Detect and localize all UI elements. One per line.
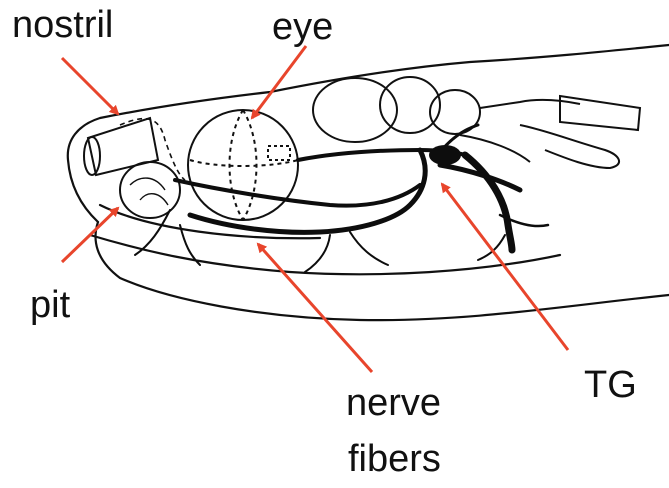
brain	[313, 77, 640, 168]
label-pit: pit	[30, 286, 70, 324]
head-lower-outline	[96, 222, 669, 320]
pit-organ	[120, 162, 180, 218]
nerve-fibers	[135, 125, 548, 272]
nostril-tube	[84, 118, 158, 175]
label-nostril: nostril	[12, 6, 113, 44]
pointer-arrows	[62, 46, 568, 372]
arrow-pit	[62, 208, 118, 262]
label-nerve-line2: fibers	[348, 440, 441, 478]
trigeminal-ganglion	[429, 145, 461, 165]
arrow-eye	[252, 46, 306, 118]
label-nerve-line1: nerve	[346, 384, 441, 422]
label-tg: TG	[584, 366, 637, 404]
eye-sphere	[188, 110, 298, 220]
label-eye: eye	[272, 8, 333, 46]
arrow-nostril	[62, 58, 118, 114]
